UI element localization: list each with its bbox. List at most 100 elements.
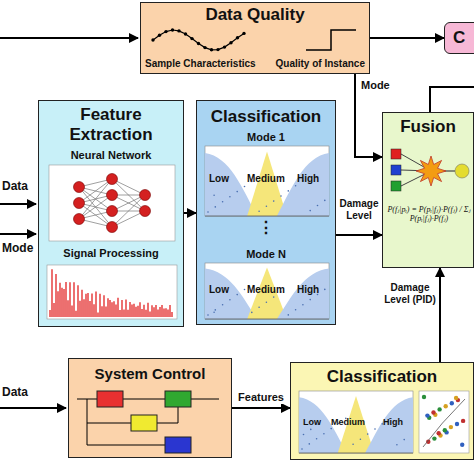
spectrum-bar xyxy=(65,282,66,317)
data-dot xyxy=(324,289,326,291)
spectrum-bar xyxy=(143,305,144,317)
spectrum-bar xyxy=(99,294,100,317)
data-dot xyxy=(295,185,297,187)
spectrum-bar xyxy=(89,301,90,317)
spectrum-bar xyxy=(101,306,102,317)
data-dot xyxy=(288,190,290,192)
data-dot xyxy=(244,289,246,291)
flow-arrow xyxy=(370,37,444,39)
data-dot xyxy=(374,428,376,430)
scatter-dot xyxy=(444,404,448,408)
flow-arrow xyxy=(336,234,382,236)
sample-dot xyxy=(158,34,161,37)
control-block xyxy=(165,437,191,453)
spectrum-bar xyxy=(155,305,156,317)
spectrum-bar xyxy=(53,303,54,317)
scatter-dot xyxy=(425,413,429,417)
data-dot xyxy=(273,200,275,202)
input-label: Data xyxy=(2,180,28,194)
data-dot xyxy=(360,438,362,440)
spectrum-bar xyxy=(97,312,98,317)
box-title: Data Quality xyxy=(143,5,367,25)
box-title: Fusion xyxy=(385,117,471,137)
spectrum-bar xyxy=(119,310,120,317)
spectrum-bar xyxy=(123,309,124,317)
spectrum-bar xyxy=(109,300,110,317)
spectrum-bar xyxy=(129,302,130,317)
input-arrow xyxy=(0,407,66,409)
data-dot xyxy=(316,438,318,440)
chart-label: Medium xyxy=(247,284,285,296)
sample-dot xyxy=(190,37,193,40)
scatter-dot xyxy=(432,436,436,440)
box-text: Mode 1 xyxy=(199,131,333,144)
sample-dot xyxy=(197,42,200,45)
data-dot xyxy=(215,206,217,208)
control-wire xyxy=(178,407,179,423)
sample-dot xyxy=(223,45,226,48)
process-box: System Control xyxy=(68,358,232,458)
chart-label: High xyxy=(297,284,319,296)
medium-region xyxy=(247,152,287,216)
sample-dot xyxy=(164,30,167,33)
data-dot xyxy=(213,195,215,197)
spectrum-bar xyxy=(81,290,82,317)
data-dot xyxy=(382,423,384,425)
data-dot xyxy=(301,448,303,450)
neuron xyxy=(107,174,118,185)
neuron xyxy=(107,222,118,233)
neuron xyxy=(140,190,151,201)
sample-dot xyxy=(210,48,213,51)
spectrum-bar xyxy=(153,307,154,317)
flow-arrow xyxy=(439,268,441,362)
spectrum-bar xyxy=(111,302,112,317)
data-dot xyxy=(236,191,238,193)
step-function xyxy=(306,30,356,50)
data-dot xyxy=(236,294,238,296)
spectrum-bar xyxy=(115,305,116,317)
spectrum-bar xyxy=(135,307,136,317)
box-title: Feature Extraction xyxy=(41,105,181,144)
low-region xyxy=(205,153,257,216)
data-dot xyxy=(258,307,260,309)
scatter-dot xyxy=(437,431,441,435)
spectrum-bar xyxy=(133,304,134,317)
spectrum-bar xyxy=(167,310,168,318)
data-dot xyxy=(309,443,311,445)
box-text: Sample Characteristics xyxy=(145,58,256,70)
high-region xyxy=(277,153,329,216)
network-link xyxy=(79,195,112,219)
control-wire xyxy=(87,423,131,424)
spectrum-bar xyxy=(69,282,70,317)
spectrum-bar xyxy=(127,310,128,317)
data-dot xyxy=(229,196,231,198)
scatter-dot xyxy=(431,410,435,414)
track-path xyxy=(423,399,465,447)
sample-dot xyxy=(229,41,232,44)
spectrum-bar xyxy=(113,301,114,317)
chart-label: Low xyxy=(209,284,229,296)
box-text: Neural Network xyxy=(41,149,181,162)
box-title: Classification xyxy=(199,107,333,127)
scatter-dot xyxy=(450,401,454,405)
spectrum-bar xyxy=(83,299,84,317)
spectrum-bar xyxy=(171,312,172,317)
chart-label: Low xyxy=(303,417,321,427)
spectrum-bar xyxy=(57,291,58,317)
chart-frame xyxy=(299,391,413,453)
data-dot xyxy=(288,314,290,316)
spectrum-bar xyxy=(159,307,160,317)
spectrum-bar xyxy=(125,300,126,318)
input-label: Mode xyxy=(2,242,33,256)
data-dot xyxy=(352,444,354,446)
chart-label: High xyxy=(297,173,319,185)
spectrum-bar xyxy=(51,269,52,317)
scatter-dot xyxy=(437,407,441,411)
sample-dot xyxy=(184,32,187,35)
scatter-dot xyxy=(460,443,464,447)
data-dot xyxy=(244,186,246,188)
data-dot xyxy=(310,429,312,431)
scatter-dot xyxy=(443,428,447,432)
spectrum-bar xyxy=(79,301,80,317)
